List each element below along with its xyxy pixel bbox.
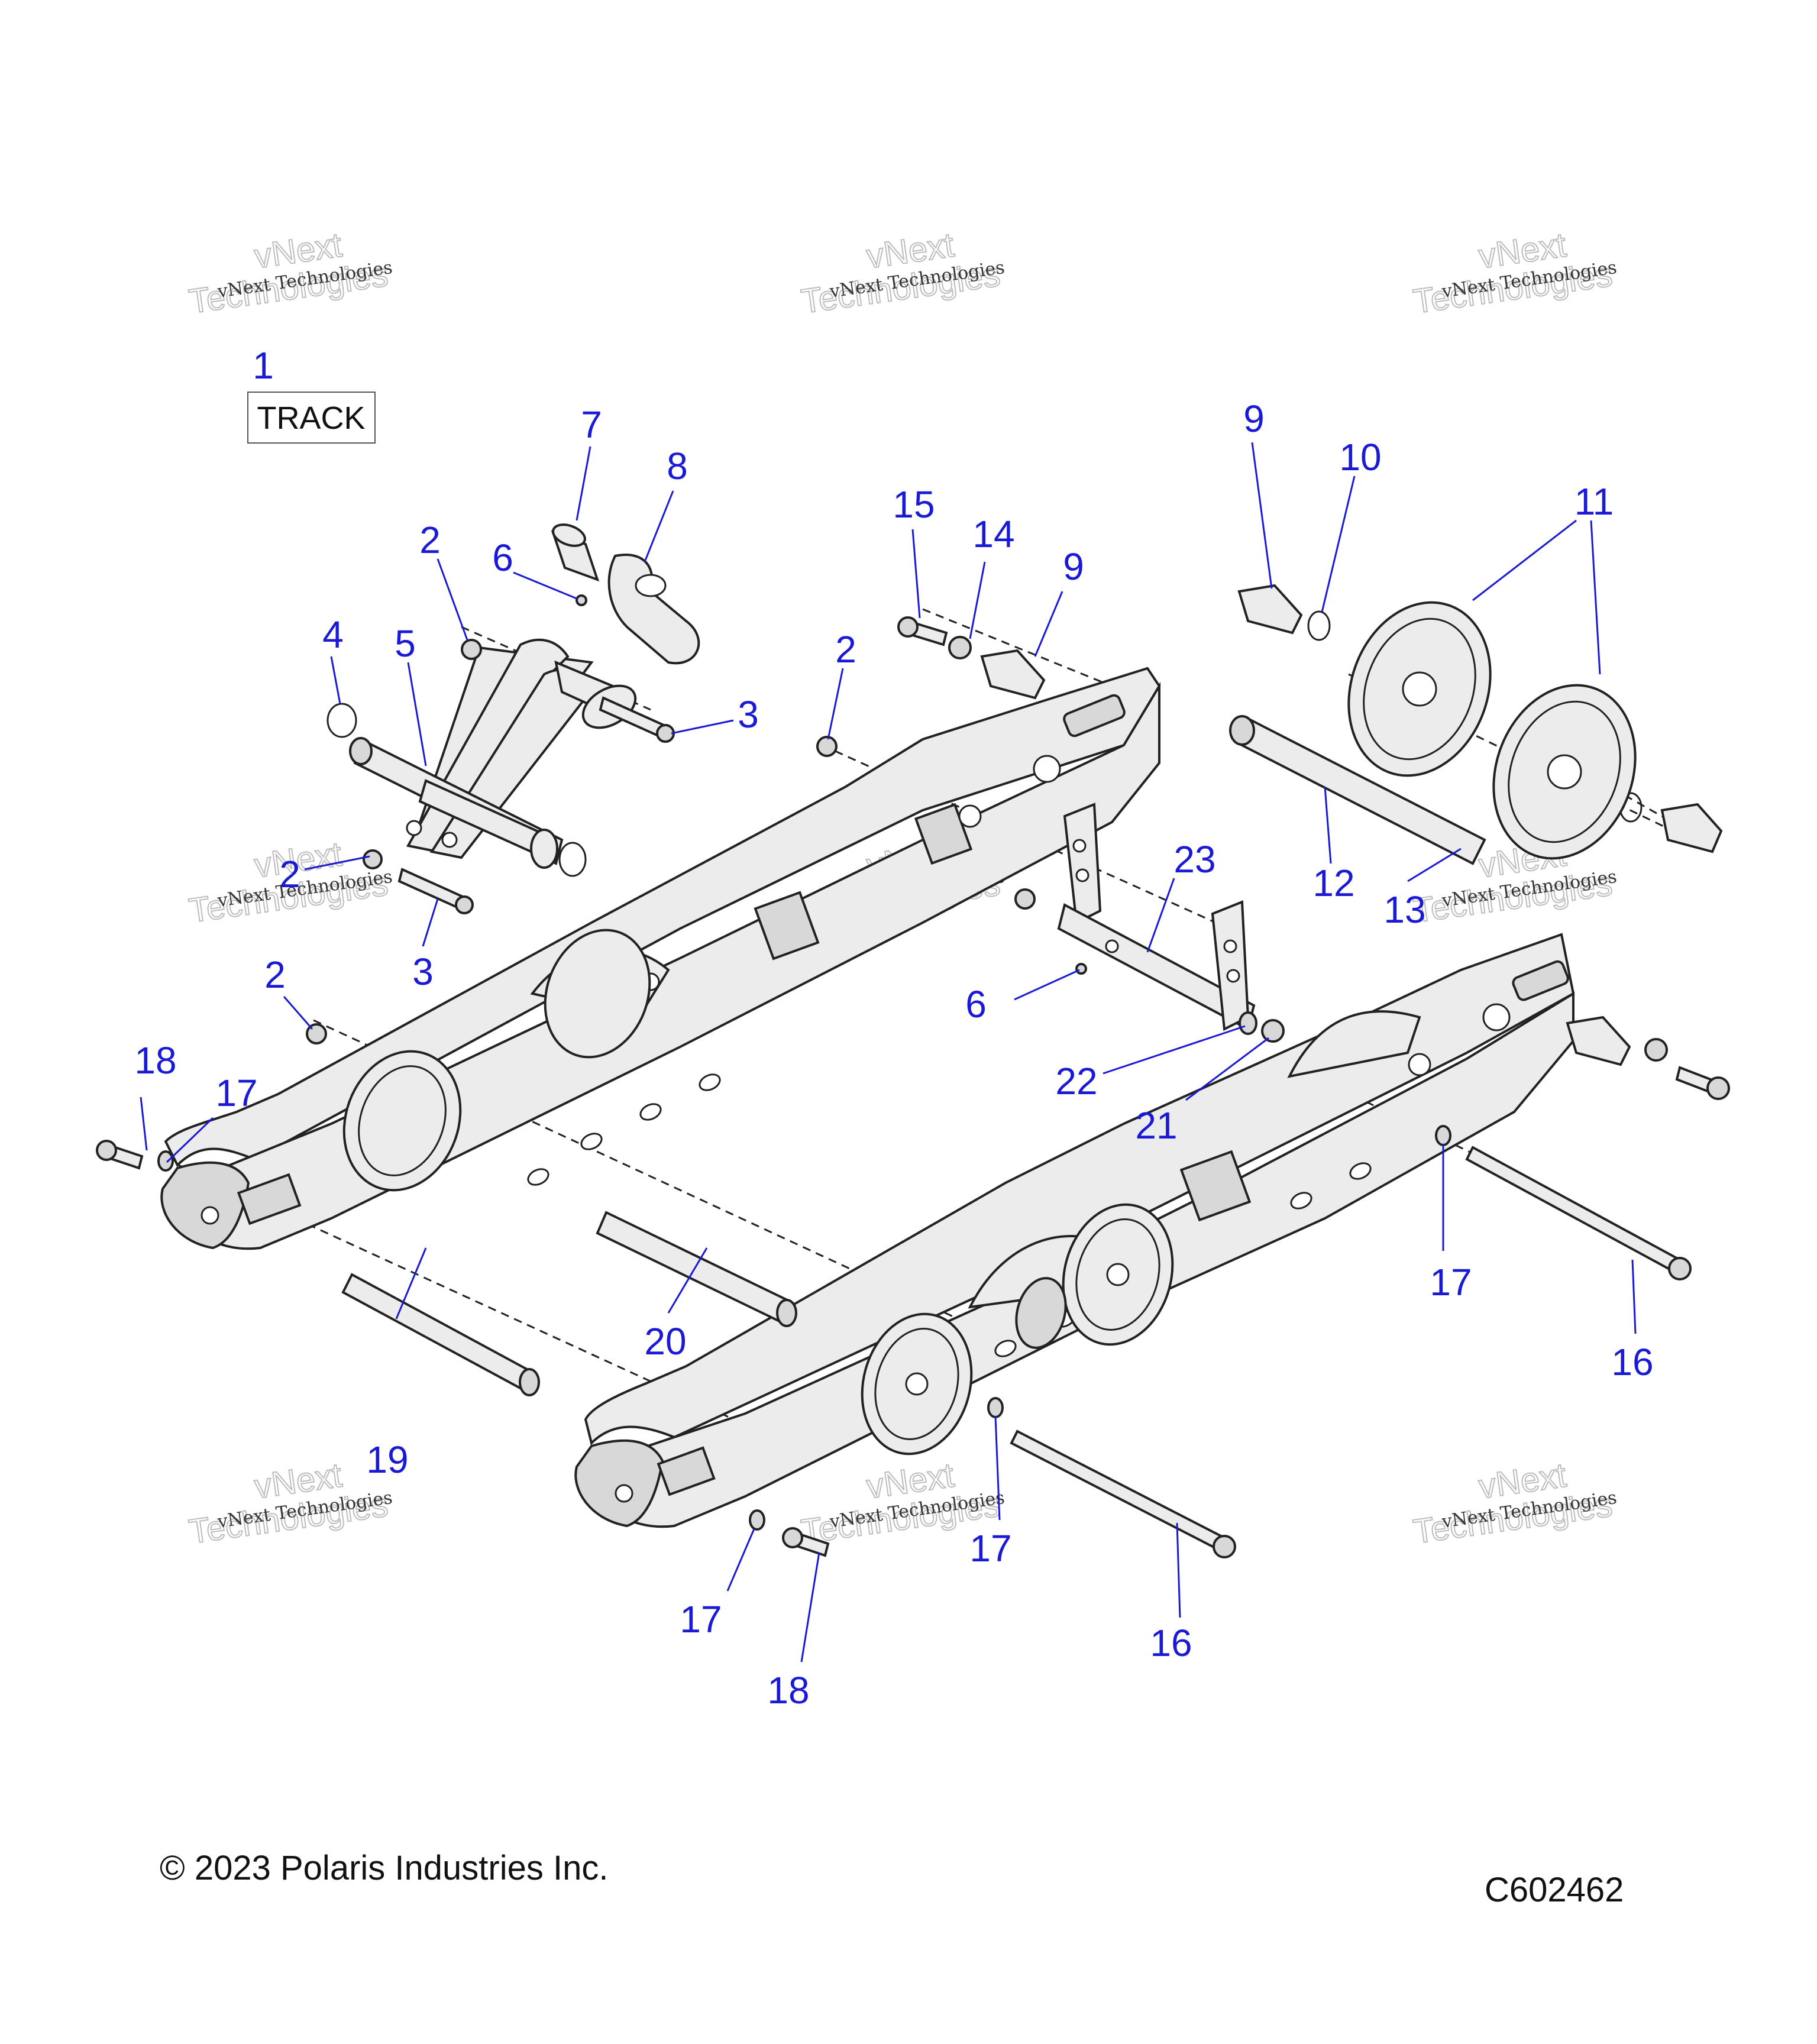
callout-16: 16: [1611, 1341, 1653, 1383]
callouts: 1 7 8 2 6 3 4 5 2 3 2 2 15 14 9 9 10 11 …: [134, 344, 1653, 1712]
left-rail-wheels: [342, 929, 651, 1192]
callout-11: 11: [1574, 480, 1614, 523]
callout-12: 12: [1312, 862, 1354, 904]
callout-21: 21: [1135, 1104, 1177, 1147]
watermark: Technologies vNext vNext Technologies: [186, 1456, 394, 1552]
callout-2: 2: [419, 519, 441, 561]
callout-17: 17: [215, 1072, 257, 1114]
callout-18: 18: [767, 1669, 809, 1712]
watermark: Technologies vNext vNext Technologies: [186, 225, 394, 322]
callout-6: 6: [492, 536, 513, 579]
callout-1: 1: [253, 344, 274, 387]
left-rail: [160, 667, 1161, 1250]
watermark: Technologies vNext vNext Technologies: [1411, 1456, 1618, 1552]
copyright-text: © 2023 Polaris Industries Inc.: [160, 1849, 608, 1887]
watermark: Technologies vNext vNext Technologies: [1411, 225, 1618, 322]
small-hardware: [157, 594, 1668, 1531]
callout-2: 2: [279, 853, 300, 895]
callout-3: 3: [738, 693, 759, 736]
right-rail-wheels: [861, 1203, 1174, 1456]
leader-lines: [140, 442, 1637, 1663]
cross-shafts: [341, 1211, 797, 1396]
callout-6: 6: [965, 983, 987, 1026]
callout-17: 17: [680, 1598, 722, 1641]
callout-7: 7: [581, 403, 602, 446]
callout-10: 10: [1339, 436, 1381, 478]
callout-5: 5: [395, 622, 416, 665]
callout-2: 2: [264, 953, 286, 996]
callout-17: 17: [969, 1527, 1011, 1570]
callout-8: 8: [667, 445, 688, 487]
callout-20: 20: [644, 1320, 686, 1363]
callout-14: 14: [972, 513, 1014, 555]
rear-idler-assembly: [980, 584, 1723, 1066]
callout-4: 4: [322, 613, 344, 656]
callout-9: 9: [1063, 545, 1084, 588]
watermark: Technologies vNext vNext Technologies: [798, 225, 1006, 322]
callout-22: 22: [1055, 1060, 1097, 1102]
bolts: [96, 616, 1730, 1557]
pivot-parts: [397, 523, 700, 914]
callout-16: 16: [1150, 1622, 1192, 1664]
callout-3: 3: [412, 950, 434, 993]
callout-17: 17: [1430, 1261, 1472, 1304]
callout-19: 19: [366, 1438, 408, 1481]
long-axles: [1010, 1146, 1692, 1558]
track-label-box: TRACK: [247, 392, 376, 444]
callout-13: 13: [1383, 888, 1425, 931]
callout-9: 9: [1243, 397, 1265, 440]
track-label: TRACK: [257, 400, 365, 436]
callout-15: 15: [893, 483, 935, 526]
callout-18: 18: [134, 1039, 176, 1082]
bracket-23: [1057, 803, 1257, 1035]
torque-arm: [349, 638, 637, 869]
callout-23: 23: [1173, 838, 1215, 881]
callout-2: 2: [835, 628, 856, 671]
diagram-id: C602462: [1485, 1871, 1624, 1909]
